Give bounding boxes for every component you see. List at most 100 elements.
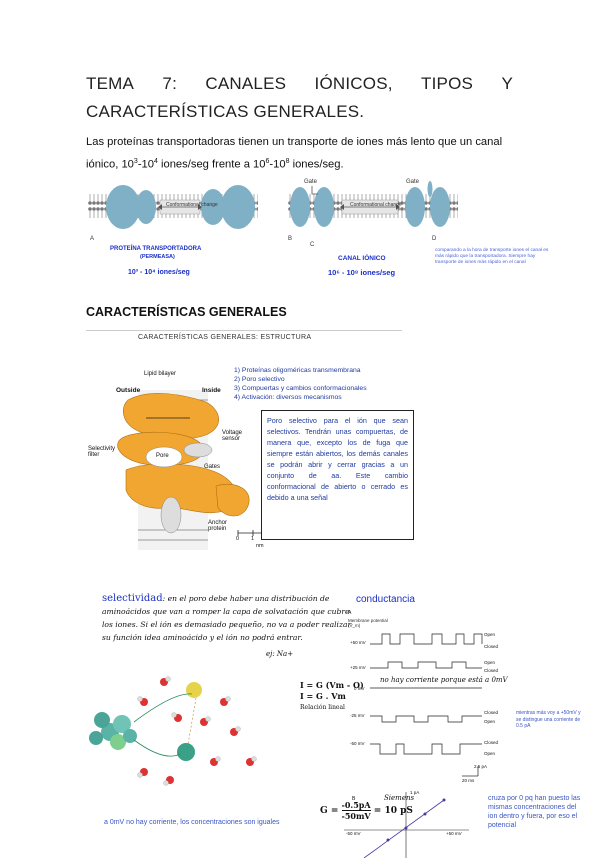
selectividad-note: selectividad: en el poro debe haber una … [102,592,352,644]
fraction-denominator: -50mV [341,811,371,821]
state-label: Open [484,632,496,637]
intro-exp: 8 [285,158,290,165]
structure-note-box: Poro selectivo para el ión que sean sele… [261,410,414,540]
scale-tick: 0 [236,536,240,542]
channel-label: CANAL IÓNICO [338,255,386,262]
page-title: TEMA 7: CANALES IÓNICOS, TIPOS Y CARACTE… [86,70,513,126]
carrier-protein [106,185,140,229]
selectividad-title: selectividad [102,593,163,604]
panel-label-d: D [432,236,437,242]
title-word: IÓNICOS, [314,74,393,93]
channel-protein [430,187,450,227]
panel-label: A [348,610,352,616]
scale-tick: 1 [251,536,255,542]
side-note: comparando a la hora de transporte iones… [435,248,549,265]
outside-label: Outside [116,387,141,394]
structure-header: CARACTERÍSTICAS GENERALES: ESTRUCTURA [138,334,312,341]
gate-label: Gate [304,179,318,185]
intro-exp: 4 [153,158,158,165]
gate-label: Gate [406,179,420,185]
intro-text: -10 [137,158,154,171]
channel-rate: 10⁶ - 10⁸ iones/seg [328,268,396,277]
state-label: Open [484,660,496,665]
carrier-protein [221,185,255,229]
iv-x-label: -50 mV [346,831,361,836]
carrier-protein [201,189,225,225]
structure-list-item: 2) Poro selectivo [234,376,285,383]
trace-minus25 [370,715,482,723]
conformational-change-label: Conformational change [166,202,218,208]
figure-transport-comparison: Conformational change Conformational cha… [88,179,549,290]
anchor-protein-label: Anchor protein [208,520,228,532]
gates-label: Gates [204,464,221,470]
lipid-bilayer-label: Lipid bilayer [144,371,177,377]
state-label: Open [484,719,496,724]
zero-mv-note: a 0mV no hay corriente, los concentracio… [104,819,280,826]
state-label: Closed [484,644,499,649]
scale-pa-label: 2.5 pA [474,764,488,769]
conductance-result: = 10 pS [373,806,413,816]
carrier-rate: 10³ - 10⁴ iones/seg [128,269,190,276]
intro-text: iones/seg. [289,158,344,171]
state-label: Closed [484,740,499,745]
title-word: TEMA [86,74,135,93]
title-word: CANALES [205,74,287,93]
inside-label: Inside [202,387,221,394]
panel-b-label: B [352,796,356,802]
siemens-label: Siemens [384,794,415,802]
state-label: Open [484,751,496,756]
equation-1: I = G (Vm - O) [300,680,364,690]
scale-unit: nm [256,543,264,549]
figure-channel-structure: CARACTERÍSTICAS GENERALES: ESTRUCTURA 1)… [86,330,414,552]
intro-text: iones/seg frente a 10 [157,158,266,171]
voltage-sensor-label: Voltage sensor [222,430,243,442]
structure-list: 1) Proteínas oligoméricas transmembrana … [234,366,367,402]
trace-plus25 [370,661,482,669]
conformational-change-label: Conformational change [350,202,402,208]
channel-protein [314,187,334,227]
carrier-sub-label: (PERMEASA) [140,254,175,260]
iv-y-label: 1 pA [410,790,420,795]
pore-label: Pore [156,453,169,459]
iv-line [363,799,445,858]
title-word: 7: [162,74,177,93]
state-label: Closed [484,668,499,673]
selectividad-text: : en el poro debe haber una distribución… [102,594,352,642]
title-line-1: TEMA 7: CANALES IÓNICOS, TIPOS Y [86,70,513,98]
mv-label: 0 mV [354,686,365,691]
trace-label: Membrane potential (V_m) [348,618,388,628]
intro-exp: 3 [133,158,138,165]
channel-structure-svg [117,390,284,550]
intro-paragraph: Las proteínas transportadoras tienen un … [86,132,513,175]
selectivity-filter-label: Selectivity filter [88,446,116,458]
carrier-label: PROTEÍNA TRANSPORTADORA [110,246,202,252]
solvated-ions [89,676,257,786]
mv-label: -50 mV [350,741,365,746]
structure-list-item: 3) Compuertas y cambios conformacionales [234,385,367,392]
zero-current-note: no hay corriente porque está a 0mV [380,676,508,684]
section-heading: CARACTERÍSTICAS GENERALES [86,305,287,319]
trace-minus50 [370,743,482,755]
right-note-1: mientras más voy a +50mV y se distingue … [516,710,581,729]
mv-label: +50 mV [350,640,366,645]
membrane-diagram-svg [88,181,458,229]
single-channel-traces-svg [370,633,483,777]
fraction: -0.5pA -50mV [341,800,371,821]
ohm-law-equations: I = G (Vm - O) I = G . Vm Relación linea… [300,680,364,713]
ej-label: ej: Na+ [266,650,294,658]
iv-x-label: +50 mV [446,831,462,836]
state-label: Closed [484,710,499,715]
equation-3: Relación lineal [300,704,345,711]
panel-label-b: B [288,236,293,242]
equation-2: I = G . Vm [300,691,346,701]
channel-protein [290,187,310,227]
structure-list-item: 4) Activación: diversos mecanismos [234,394,342,401]
conductancia-title: conductancia [356,594,415,605]
trace-plus50 [370,633,483,645]
g-equals: G = [320,806,339,816]
mv-label: -25 mV [350,713,365,718]
panel-label-a: A [90,236,95,242]
figure-selectivity-conductance: selectividad: en el poro debe haber una … [89,588,599,858]
intro-text: Las proteínas transportadoras tienen un … [86,136,503,171]
mv-label: +25 mV [350,665,366,670]
